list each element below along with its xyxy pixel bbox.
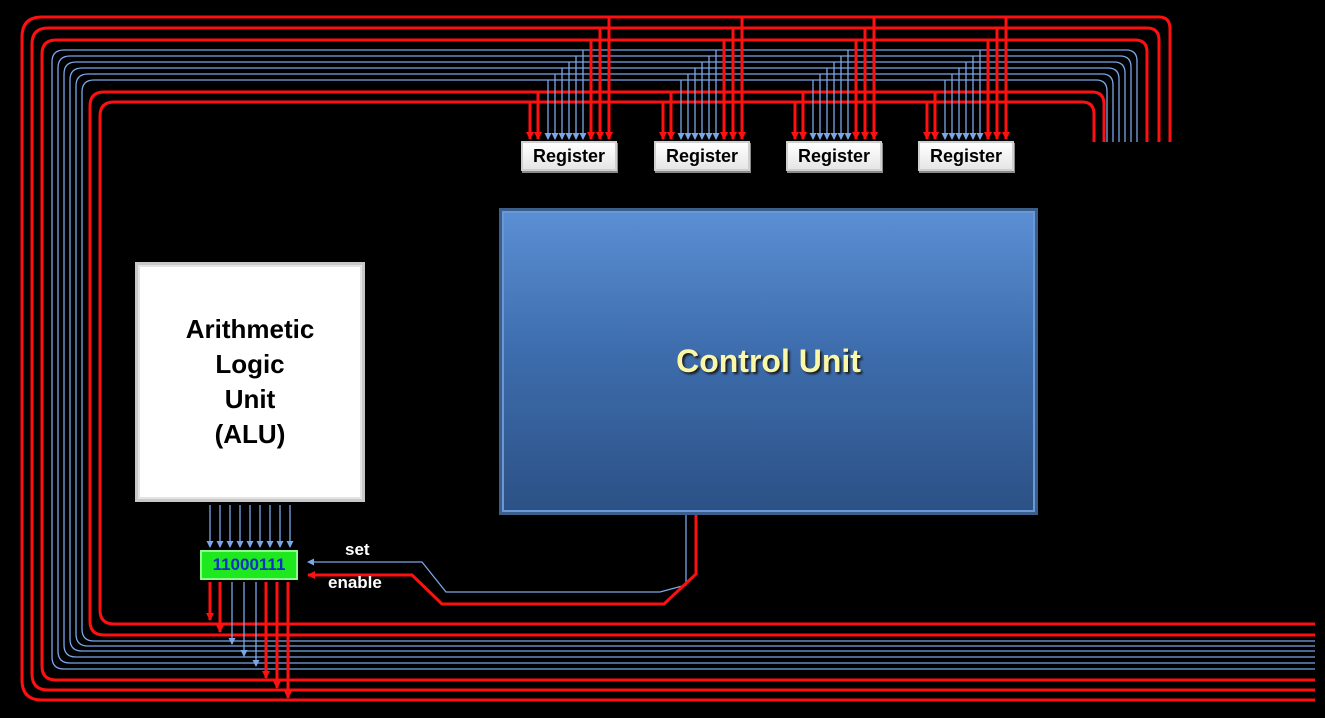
bus-register-to-bus	[206, 582, 292, 699]
register-4: Register	[918, 141, 1014, 171]
enable-signal-label: enable	[328, 573, 382, 592]
alu-to-bus-register	[206, 505, 294, 548]
register-connections	[526, 17, 1010, 140]
register-2: Register	[654, 141, 750, 171]
enable-signal-wire	[307, 515, 698, 606]
alu-box: Arithmetic Logic Unit (ALU)	[135, 262, 365, 502]
alu-label: Arithmetic Logic Unit (ALU)	[185, 314, 315, 449]
control-unit-box: Control Unit	[499, 208, 1038, 515]
set-signal-wire	[307, 515, 687, 593]
register-1: Register	[521, 141, 617, 171]
bus-enable-lines	[20, 15, 1315, 702]
control-unit-label: Control Unit	[676, 343, 861, 379]
set-signal-label: set	[345, 540, 370, 559]
bus-set-lines	[51, 49, 1315, 670]
register-3: Register	[786, 141, 882, 171]
bus-register: 11000111	[200, 550, 298, 580]
